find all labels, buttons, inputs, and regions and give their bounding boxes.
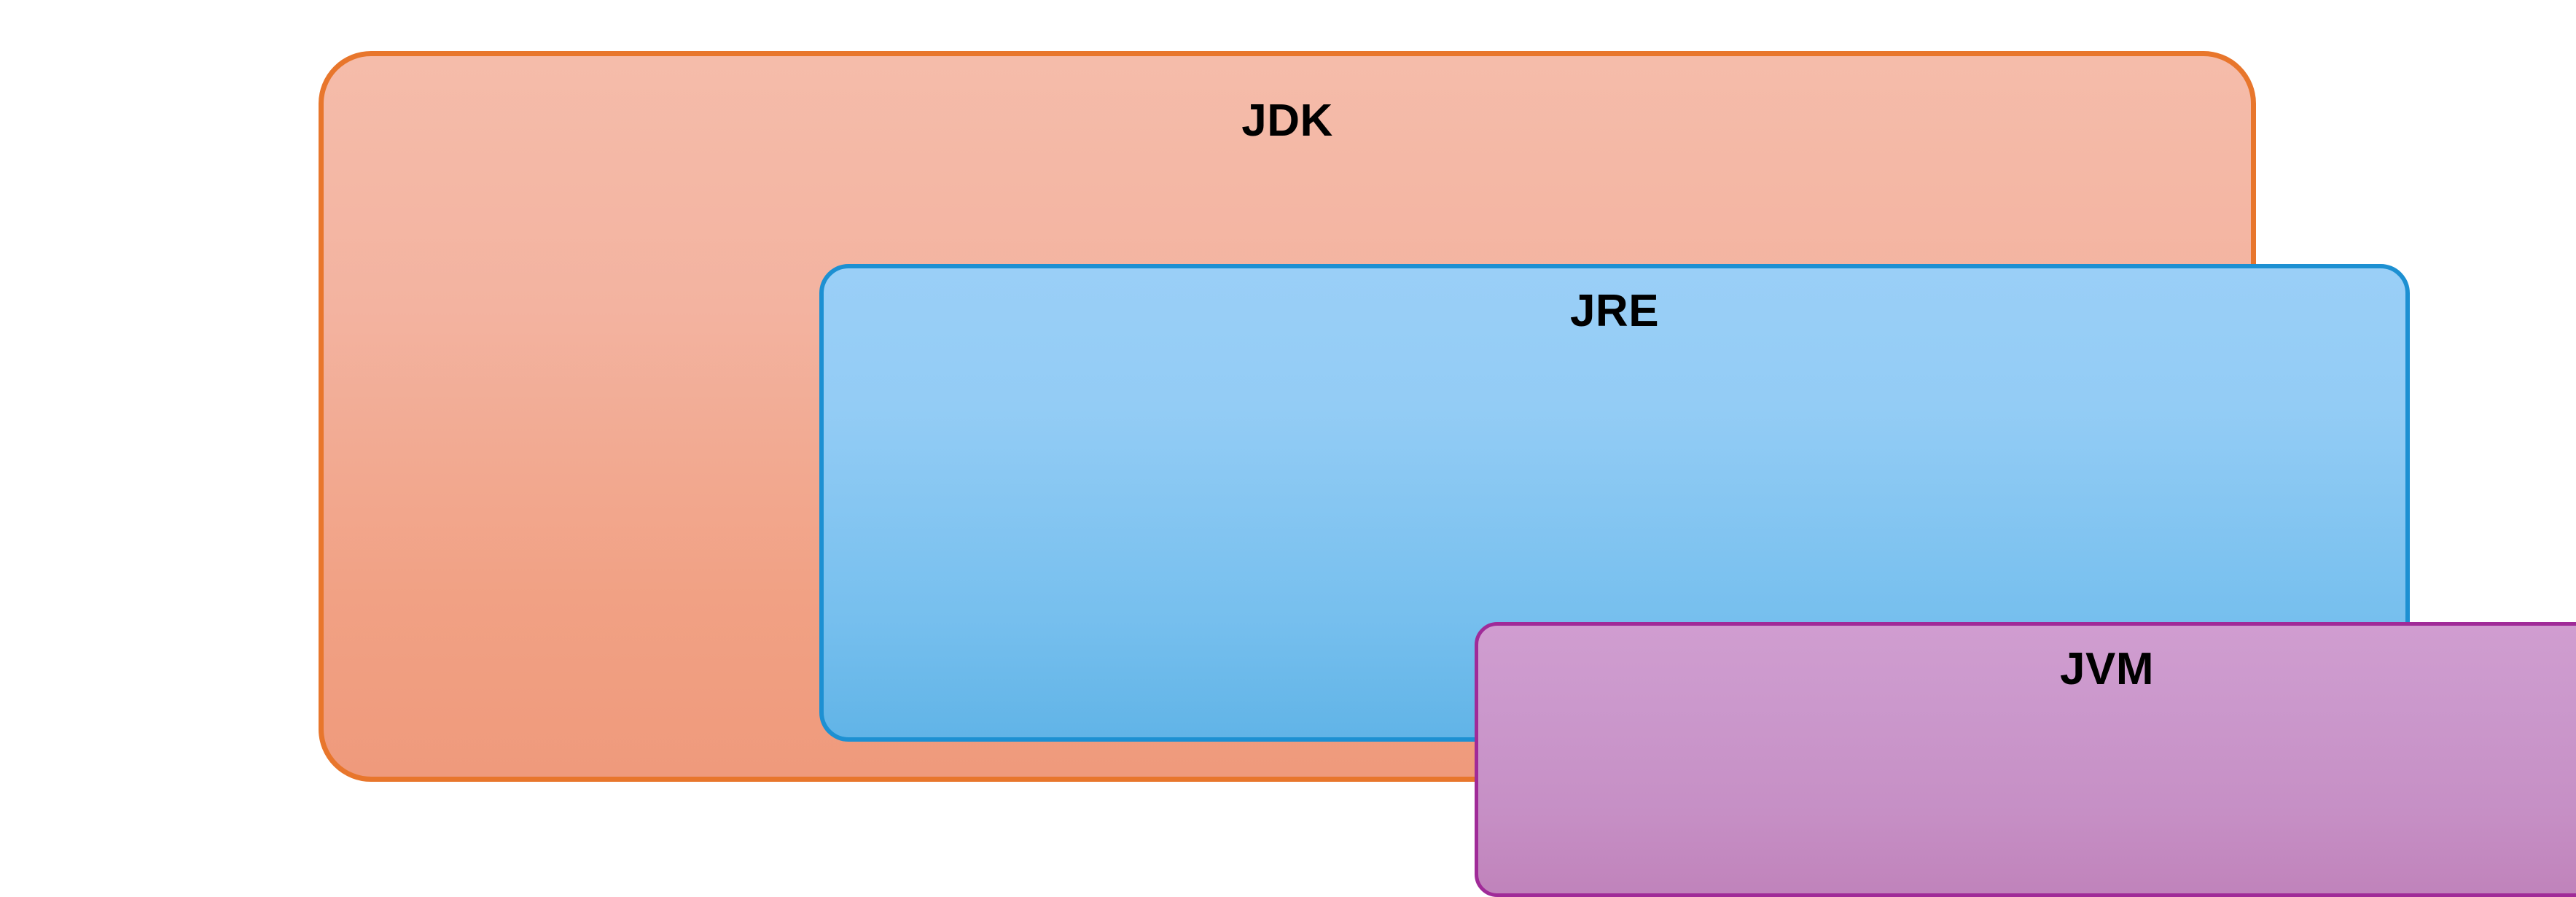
jvm-container-box[interactable]: JVM <box>1475 622 2576 897</box>
jre-label: JRE <box>1569 286 1660 336</box>
jre-container-box[interactable]: JRE JVM <box>819 264 2576 897</box>
jdk-container-box[interactable]: JDK JRE JVM <box>319 51 2576 897</box>
jvm-label: JVM <box>2060 644 2154 694</box>
jdk-label: JDK <box>1241 96 1333 146</box>
